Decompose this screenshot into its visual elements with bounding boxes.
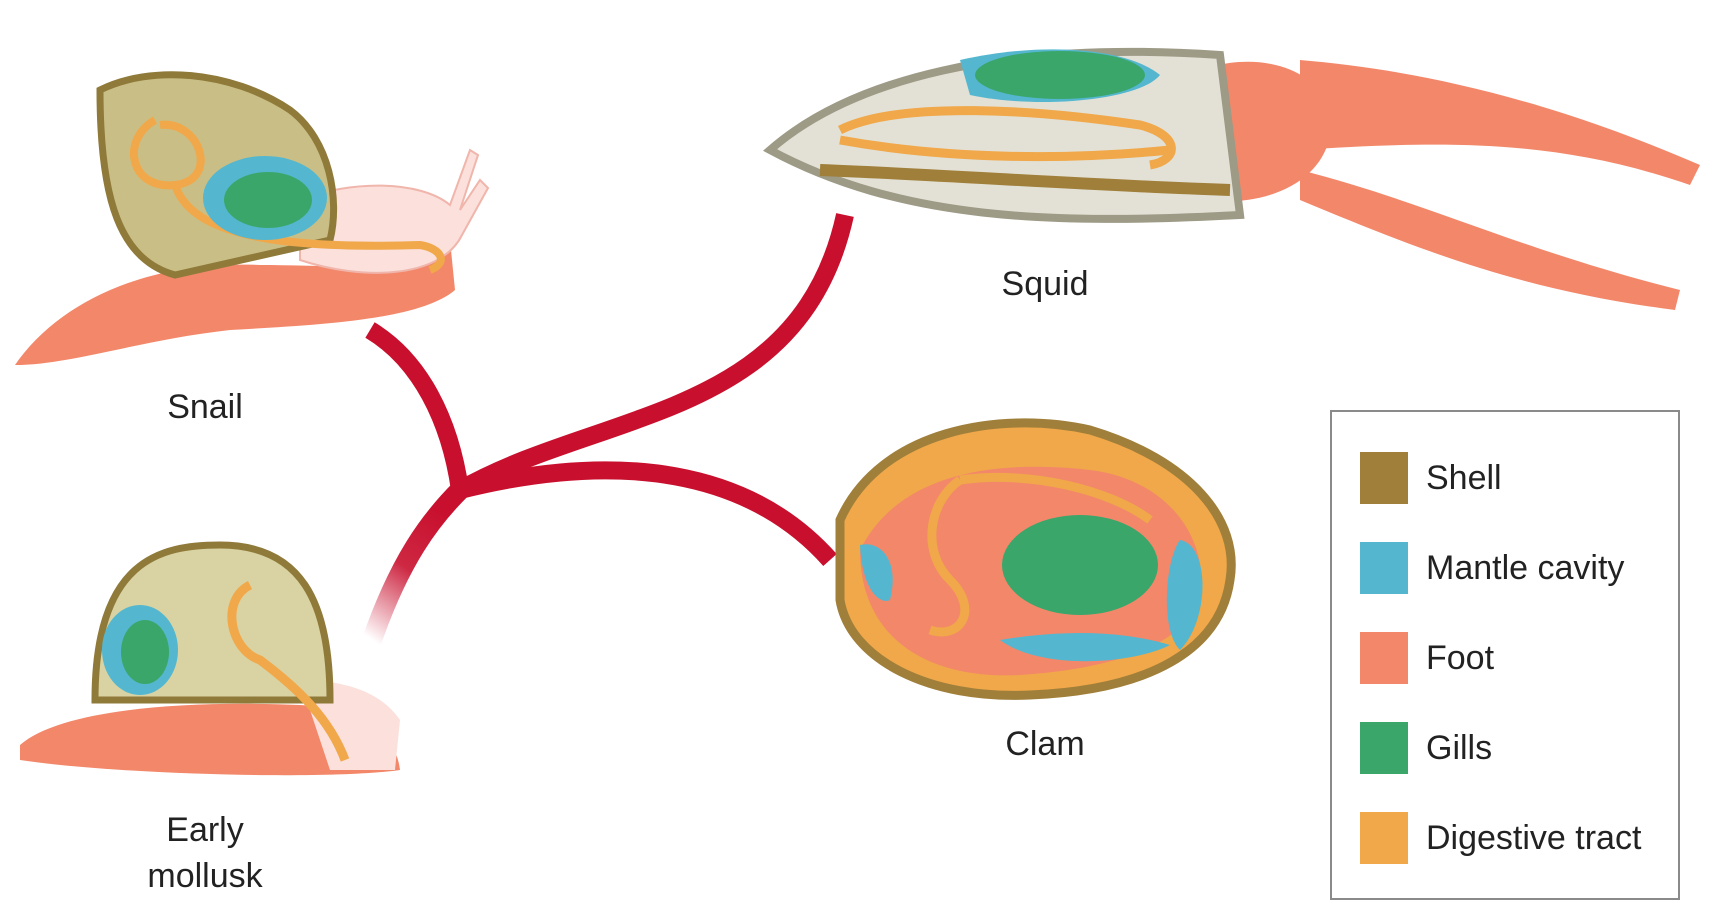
early-mollusk-label-line1: Early xyxy=(120,808,290,854)
legend-label-gills: Gills xyxy=(1426,729,1492,768)
branch-to-squid xyxy=(460,215,845,490)
squid-tentacles xyxy=(1300,60,1700,185)
snail-gills xyxy=(224,172,312,228)
squid-illustration xyxy=(770,49,1700,310)
legend-swatch-digestive-tract xyxy=(1360,812,1408,864)
squid-label: Squid xyxy=(990,262,1100,308)
clam-gills xyxy=(1002,515,1158,615)
clam-label: Clam xyxy=(990,722,1100,768)
legend-item-foot: Foot xyxy=(1360,632,1494,684)
early-mollusk-illustration xyxy=(20,545,400,775)
legend-swatch-gills xyxy=(1360,722,1408,774)
clam-illustration xyxy=(840,423,1231,696)
legend-item-digestive-tract: Digestive tract xyxy=(1360,812,1641,864)
legend-label-foot: Foot xyxy=(1426,639,1494,678)
legend-label-shell: Shell xyxy=(1426,459,1502,498)
legend-item-gills: Gills xyxy=(1360,722,1492,774)
legend-swatch-shell xyxy=(1360,452,1408,504)
branch-to-snail xyxy=(370,330,460,490)
legend-swatch-mantle-cavity xyxy=(1360,542,1408,594)
early-mollusk-label-line2: mollusk xyxy=(120,854,290,900)
legend-swatch-foot xyxy=(1360,632,1408,684)
legend-item-shell: Shell xyxy=(1360,452,1502,504)
snail-illustration xyxy=(15,75,488,365)
early-mollusk-label: Early mollusk xyxy=(120,808,290,900)
branch-trunk xyxy=(372,490,460,640)
squid-gills xyxy=(975,51,1145,99)
snail-label: Snail xyxy=(150,385,260,431)
branch-to-clam xyxy=(460,470,830,560)
legend: Shell Mantle cavity Foot Gills Digestive… xyxy=(1330,410,1680,900)
legend-label-digestive-tract: Digestive tract xyxy=(1426,819,1641,858)
squid-arm-lower xyxy=(1300,170,1680,310)
legend-item-mantle-cavity: Mantle cavity xyxy=(1360,542,1624,594)
early-gills xyxy=(121,620,169,684)
legend-label-mantle-cavity: Mantle cavity xyxy=(1426,549,1624,588)
